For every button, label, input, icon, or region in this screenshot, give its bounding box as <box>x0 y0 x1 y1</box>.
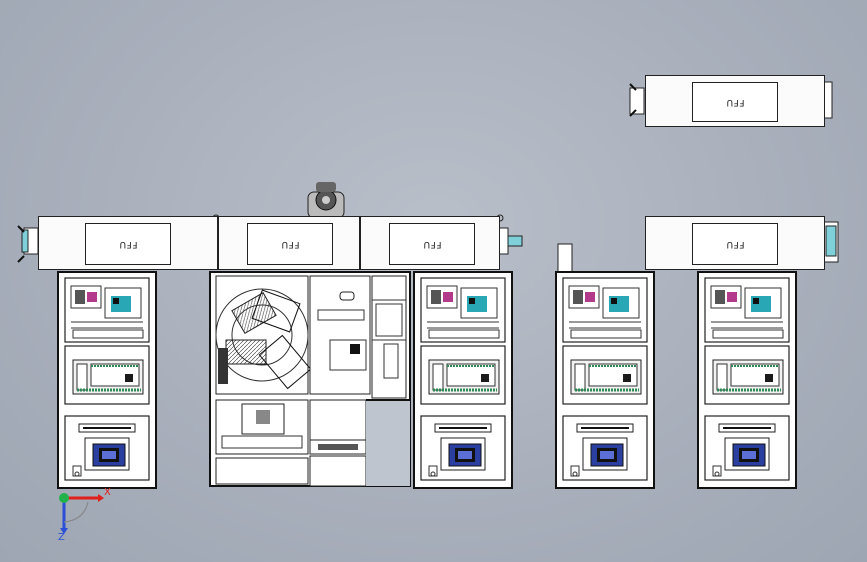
ffu-label: FFU <box>118 239 138 249</box>
ffu-unit-top-right: FFU <box>645 75 825 127</box>
ffu-label-box: FFU <box>247 223 333 265</box>
ffu-connectors <box>17 81 839 263</box>
ffu-label-box: FFU <box>389 223 475 265</box>
z-axis-label: Z <box>58 532 65 543</box>
motor-unit <box>307 182 345 219</box>
ffu-label: FFU <box>725 97 745 107</box>
cabinet-1 <box>57 271 157 489</box>
ffu-label: FFU <box>280 239 300 249</box>
ffu-unit-1: FFU <box>38 216 218 270</box>
ffu-label-box: FFU <box>85 223 171 265</box>
ffu-label: FFU <box>422 239 442 249</box>
ffu-label-box: FFU <box>692 82 778 122</box>
x-axis-label: X <box>104 487 111 498</box>
ffu-label: FFU <box>725 239 745 249</box>
cabinet-3 <box>413 271 513 489</box>
coordinate-triad <box>59 493 104 534</box>
ffu-unit-3: FFU <box>360 216 500 270</box>
process-module <box>209 271 411 487</box>
cabinet-4 <box>555 243 655 489</box>
ffu-label-box: FFU <box>692 223 778 265</box>
ffu-unit-2: FFU <box>218 216 360 270</box>
cabinet-5 <box>697 271 797 489</box>
ffu-unit-4: FFU <box>645 216 825 270</box>
